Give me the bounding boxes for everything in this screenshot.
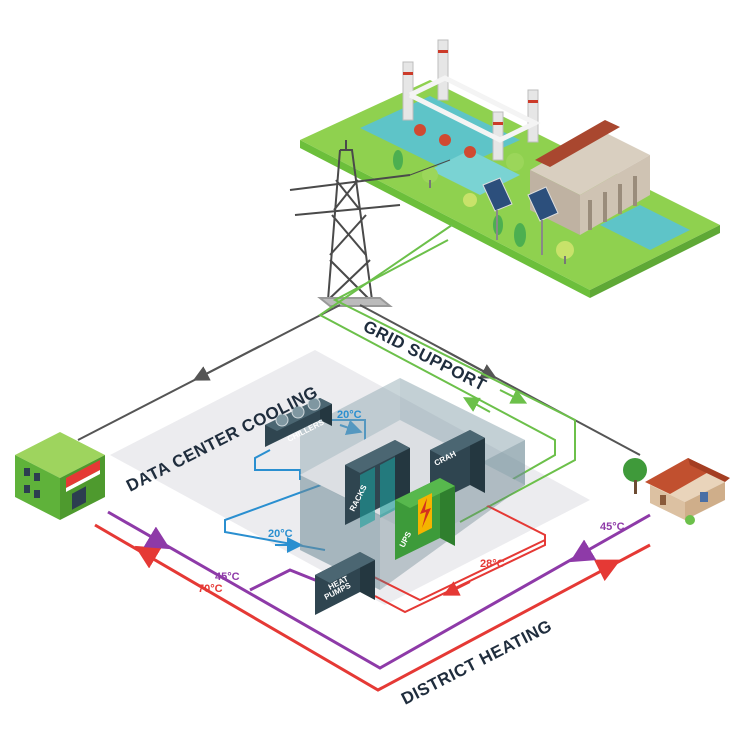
grid-power-lines (77, 304, 641, 456)
fan-icon (275, 397, 321, 427)
house-icon (623, 458, 730, 525)
power-plant-icon (300, 39, 720, 298)
racks-unit (345, 440, 410, 528)
hot-loop (369, 495, 546, 614)
temp-hot-loop: 28°C (480, 558, 505, 570)
temp-heating-return-right: 45°C (600, 521, 625, 533)
temp-return-loop: 20°C (268, 528, 293, 540)
chillers-unit (265, 397, 332, 447)
lightning-bolt-icon (420, 498, 431, 528)
tree-icon (623, 458, 647, 494)
temp-heating-return-left: 45°C (215, 571, 240, 583)
solar-panel-icon (482, 177, 559, 255)
shop-building-icon (15, 432, 105, 520)
ups-unit (395, 478, 455, 560)
heat-pumps-unit (315, 552, 375, 615)
transmission-tower-icon (289, 140, 451, 307)
district-heating-supply (94, 523, 651, 692)
grid-support-lines (318, 224, 576, 523)
temp-chillers-supply: 20°C (337, 409, 362, 421)
temp-heating-supply: 70°C (198, 583, 223, 595)
district-heating-title: DISTRICT HEATING (398, 616, 555, 708)
tree-icon (393, 150, 574, 264)
grid-support-title: GRID SUPPORT (360, 317, 489, 395)
